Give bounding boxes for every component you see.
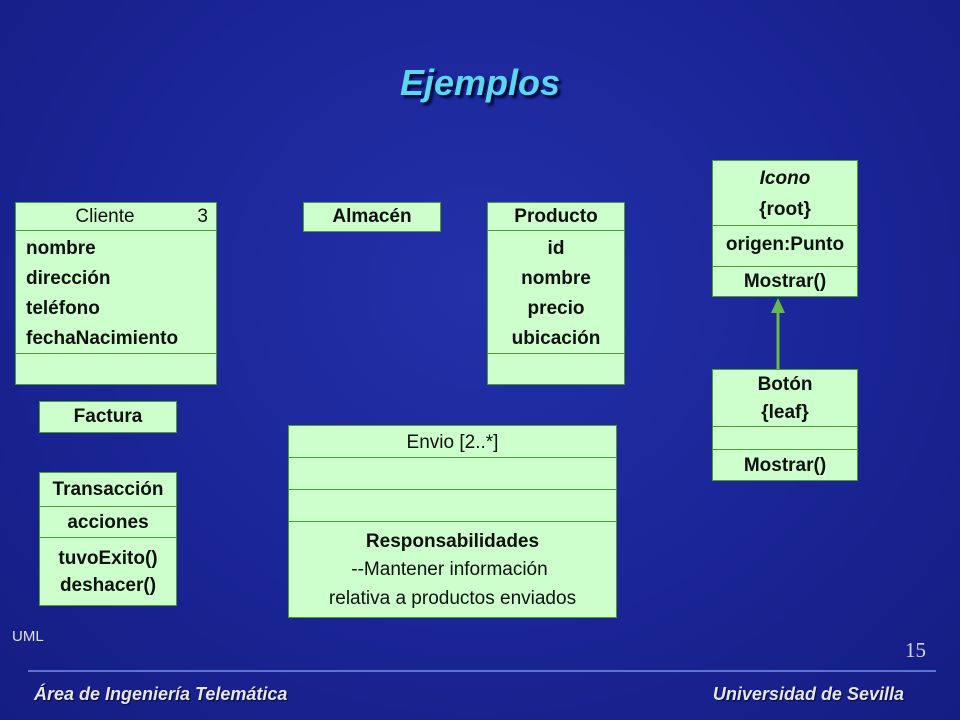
class-almacen-name: Almacén (332, 206, 412, 227)
class-cliente-multiplicity: 3 (197, 206, 208, 227)
class-transaccion-name: Transacción (52, 479, 164, 500)
class-cliente-divider (16, 353, 216, 354)
class-cliente-divider (16, 230, 216, 231)
class-envio-divider (289, 489, 616, 490)
class-envio-name: Envio [2..*] (406, 432, 499, 453)
class-cliente-attr-telefono: teléfono (26, 298, 100, 319)
class-factura-name: Factura (73, 406, 143, 427)
class-producto-divider (488, 230, 624, 231)
class-transaccion-attr-acciones: acciones (67, 512, 149, 533)
class-transaccion: Transacción acciones tuvoExito() deshace… (39, 472, 177, 606)
class-envio-responsibilities-heading: Responsabilidades (365, 531, 540, 552)
class-icono: Icono {root} origen:Punto Mostrar() (712, 160, 858, 297)
class-cliente-attr-fechanacimiento: fechaNacimiento (26, 328, 179, 349)
class-producto-name: Producto (514, 206, 598, 227)
class-boton: Botón {leaf} Mostrar() (712, 369, 858, 481)
class-icono-name: Icono (759, 168, 811, 189)
class-icono-divider (713, 225, 857, 226)
class-cliente: Cliente 3 nombre dirección teléfono fech… (15, 202, 217, 385)
class-boton-divider (713, 449, 857, 450)
class-transaccion-op-tuvoexito: tuvoExito() (58, 548, 158, 569)
class-transaccion-divider (40, 537, 176, 538)
class-producto-attr-nombre: nombre (521, 268, 591, 289)
footer-department: Área de Ingeniería Telemática (34, 684, 288, 704)
class-producto-attr-ubicacion: ubicación (511, 328, 601, 349)
class-almacen: Almacén (303, 202, 441, 232)
class-cliente-name: Cliente (75, 206, 135, 227)
footer-uml-label: UML (12, 628, 44, 645)
class-boton-divider (713, 426, 857, 427)
class-producto-attr-precio: precio (527, 298, 585, 319)
class-transaccion-op-deshacer: deshacer() (59, 575, 157, 596)
class-envio: Envio [2..*] Responsabilidades --Mantene… (288, 425, 617, 618)
class-producto-attr-id: id (547, 238, 565, 259)
class-icono-stereotype: {root} (759, 199, 811, 220)
class-icono-attr-origen: origen:Punto (725, 234, 845, 255)
class-icono-divider (713, 266, 857, 267)
class-transaccion-divider (40, 506, 176, 507)
class-envio-divider (289, 457, 616, 458)
footer-university: Universidad de Sevilla (712, 684, 904, 704)
class-cliente-attr-nombre: nombre (26, 238, 96, 259)
slide-title: Ejemplos (399, 62, 561, 103)
class-envio-responsibility-line: --Mantener información (351, 559, 548, 580)
class-envio-divider (289, 521, 616, 522)
class-boton-name: Botón (757, 374, 813, 395)
footer-divider (28, 670, 936, 672)
page-number: 15 (905, 638, 926, 662)
class-envio-responsibility-line: relativa a productos enviados (328, 588, 577, 609)
class-icono-op-mostrar: Mostrar() (743, 271, 827, 292)
class-boton-op-mostrar: Mostrar() (743, 455, 827, 476)
class-producto: Producto id nombre precio ubicación (487, 202, 625, 385)
class-factura: Factura (39, 401, 177, 433)
class-cliente-attr-direccion: dirección (26, 268, 111, 289)
class-boton-stereotype: {leaf} (761, 402, 809, 423)
class-producto-divider (488, 353, 624, 354)
